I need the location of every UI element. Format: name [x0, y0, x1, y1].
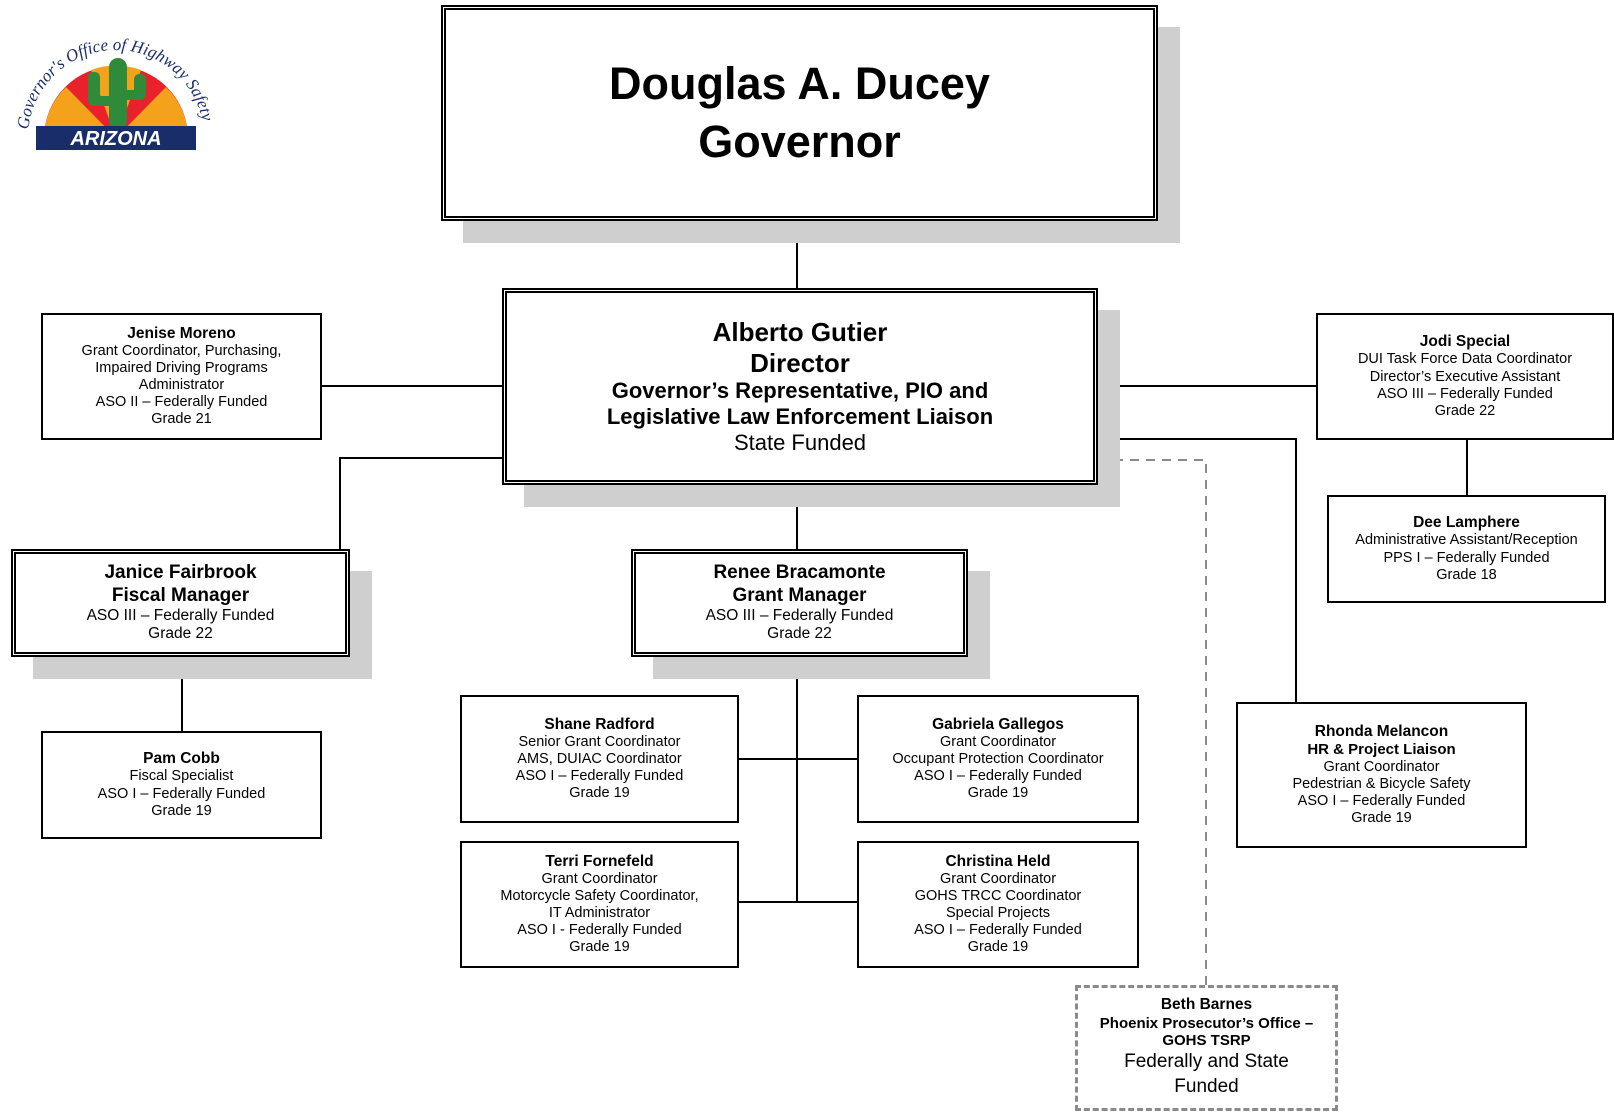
christina-line4: ASO I – Federally Funded [914, 922, 1082, 939]
shane-name: Shane Radford [544, 715, 655, 733]
beth-funding1: Federally and State [1124, 1051, 1289, 1073]
jenise-moreno-box: Jenise Moreno Grant Coordinator, Purchas… [41, 313, 322, 440]
jenise-line2: Impaired Driving Programs [95, 359, 268, 376]
pam-line1: Fiscal Specialist [129, 768, 234, 785]
janice-fairbrook-box: Janice Fairbrook Fiscal Manager ASO III … [11, 549, 350, 657]
janice-name: Janice Fairbrook [104, 562, 257, 584]
terri-name: Terri Fornefeld [545, 852, 654, 870]
beth-name: Beth Barnes [1160, 996, 1253, 1014]
jenise-name: Jenise Moreno [127, 324, 236, 342]
jenise-line5: Grade 21 [151, 411, 212, 428]
dee-line3: Grade 18 [1436, 566, 1497, 583]
gabriela-name: Gabriela Gallegos [932, 715, 1064, 733]
director-title: Director [750, 347, 850, 378]
shane-line1: Senior Grant Coordinator [518, 733, 681, 750]
christina-line3: Special Projects [946, 905, 1050, 922]
jenise-line3: Administrator [138, 377, 225, 394]
logo-state-text: ARIZONA [69, 128, 161, 150]
janice-line1: ASO III – Federally Funded [86, 607, 275, 625]
christina-line1: Grant Coordinator [939, 870, 1057, 887]
jodi-name: Jodi Special [1419, 333, 1511, 351]
governor-box: Douglas A. Ducey Governor [441, 5, 1158, 221]
beth-line1: Phoenix Prosecutor’s Office – [1099, 1014, 1314, 1032]
connector-rhonda [1098, 438, 1297, 702]
director-box: Alberto Gutier Director Governor’s Repre… [502, 288, 1098, 485]
dee-lamphere-box: Dee Lamphere Administrative Assistant/Re… [1327, 495, 1606, 603]
janice-title: Fiscal Manager [111, 584, 250, 606]
christina-line2: GOHS TRCC Coordinator [914, 887, 1082, 904]
connector-beth-dashed [1098, 459, 1207, 985]
gabriela-gallegos-box: Gabriela Gallegos Grant Coordinator Occu… [857, 695, 1139, 823]
rhonda-line3: ASO I – Federally Funded [1297, 792, 1466, 809]
renee-line1: ASO III – Federally Funded [705, 607, 894, 625]
renee-bracamonte-box: Renee Bracamonte Grant Manager ASO III –… [631, 549, 968, 657]
shane-line2: AMS, DUIAC Coordinator [517, 751, 682, 768]
jenise-line4: ASO II – Federally Funded [95, 394, 268, 411]
connector-janice [339, 457, 502, 549]
director-sub1: Governor’s Representative, PIO and [611, 378, 989, 404]
governor-title: Governor [698, 116, 901, 167]
renee-name: Renee Bracamonte [713, 562, 886, 584]
pam-name: Pam Cobb [143, 750, 220, 768]
director-sub2: Legislative Law Enforcement Liaison [606, 404, 994, 430]
pam-line2: ASO I – Federally Funded [97, 785, 266, 802]
gabriela-line3: ASO I – Federally Funded [914, 768, 1082, 785]
rhonda-line1: Grant Coordinator [1323, 758, 1440, 775]
jodi-special-box: Jodi Special DUI Task Force Data Coordin… [1316, 313, 1614, 440]
jodi-line2: Director’s Executive Assistant [1369, 368, 1561, 385]
dee-name: Dee Lamphere [1413, 514, 1520, 532]
terri-line5: Grade 19 [569, 939, 630, 956]
jodi-line4: Grade 22 [1434, 402, 1496, 419]
christina-name: Christina Held [945, 852, 1051, 870]
rhonda-line4: Grade 19 [1351, 810, 1412, 827]
terri-line4: ASO I - Federally Funded [517, 922, 682, 939]
terri-line2: Motorcycle Safety Coordinator, [500, 887, 699, 904]
beth-line2: GOHS TSRP [1162, 1032, 1251, 1050]
governor-name: Douglas A. Ducey [609, 58, 990, 110]
jenise-line1: Grant Coordinator, Purchasing, [81, 342, 282, 359]
renee-line2: Grade 22 [767, 625, 832, 643]
christina-held-box: Christina Held Grant Coordinator GOHS TR… [857, 841, 1139, 968]
gabriela-line4: Grade 19 [967, 785, 1029, 802]
dee-line2: PPS I – Federally Funded [1383, 549, 1550, 566]
director-funding: State Funded [733, 430, 867, 456]
terri-line3: IT Administrator [548, 905, 651, 922]
shane-line3: ASO I – Federally Funded [515, 768, 684, 785]
rhonda-title: HR & Project Liaison [1307, 741, 1456, 759]
rhonda-line2: Pedestrian & Bicycle Safety [1292, 775, 1471, 792]
gabriela-line2: Occupant Protection Coordinator [892, 751, 1104, 768]
jodi-line1: DUI Task Force Data Coordinator [1357, 351, 1573, 368]
pam-line3: Grade 19 [151, 802, 212, 819]
dee-line1: Administrative Assistant/Reception [1355, 532, 1578, 549]
christina-line5: Grade 19 [967, 939, 1029, 956]
director-name: Alberto Gutier [712, 316, 888, 347]
beth-barnes-box: Beth Barnes Phoenix Prosecutor’s Office … [1075, 985, 1338, 1111]
jodi-line3: ASO III – Federally Funded [1377, 385, 1553, 402]
rhonda-melancon-box: Rhonda Melancon HR & Project Liaison Gra… [1236, 702, 1527, 848]
terri-fornefeld-box: Terri Fornefeld Grant Coordinator Motorc… [460, 841, 739, 968]
shane-line4: Grade 19 [569, 785, 630, 802]
pam-cobb-box: Pam Cobb Fiscal Specialist ASO I – Feder… [41, 731, 322, 839]
rhonda-name: Rhonda Melancon [1314, 722, 1449, 740]
renee-title: Grant Manager [732, 584, 867, 606]
shane-radford-box: Shane Radford Senior Grant Coordinator A… [460, 695, 739, 823]
terri-line1: Grant Coordinator [541, 870, 658, 887]
gabriela-line1: Grant Coordinator [939, 733, 1057, 750]
janice-line2: Grade 22 [148, 625, 213, 643]
beth-funding2: Funded [1174, 1075, 1239, 1097]
gohs-arizona-logo: Governor's Office of Highway Safety ARIZ… [13, 35, 217, 150]
